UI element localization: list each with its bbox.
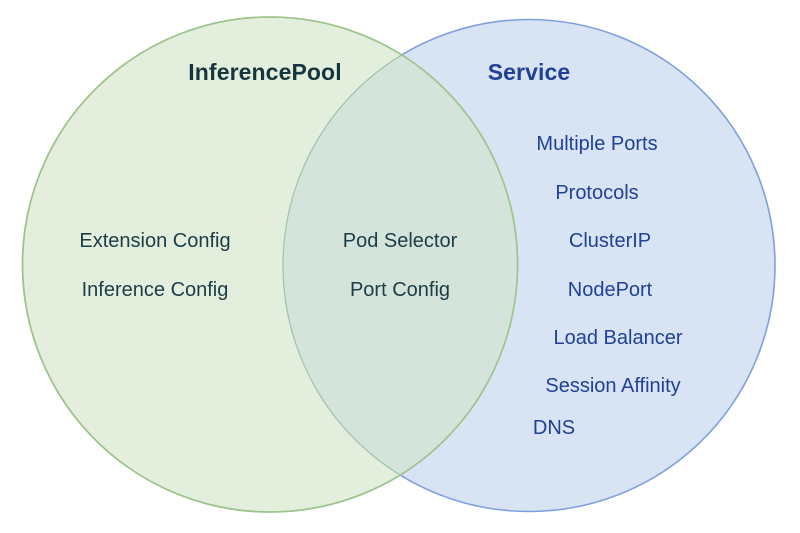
service-item-nodeport: NodePort [567, 279, 653, 301]
inferencepool-item-extension-config: Extension Config [79, 230, 231, 252]
service-item-protocols: Protocols [555, 182, 639, 204]
inferencepool-title: InferencePool [188, 59, 342, 85]
service-item-multiple-ports: Multiple Ports [536, 133, 658, 155]
service-item-clusterip: ClusterIP [568, 230, 652, 252]
inferencepool-circle-outline [21, 16, 519, 513]
inferencepool-item-inference-config: Inference Config [81, 279, 229, 301]
shared-item-port-config: Port Config [349, 279, 451, 301]
service-title: Service [487, 59, 571, 85]
service-item-session-affinity: Session Affinity [545, 375, 681, 397]
service-item-load-balancer: Load Balancer [553, 327, 683, 349]
intersection-region [282, 18, 518, 512]
shared-item-pod-selector: Pod Selector [342, 230, 458, 252]
service-item-dns: DNS [532, 417, 576, 439]
